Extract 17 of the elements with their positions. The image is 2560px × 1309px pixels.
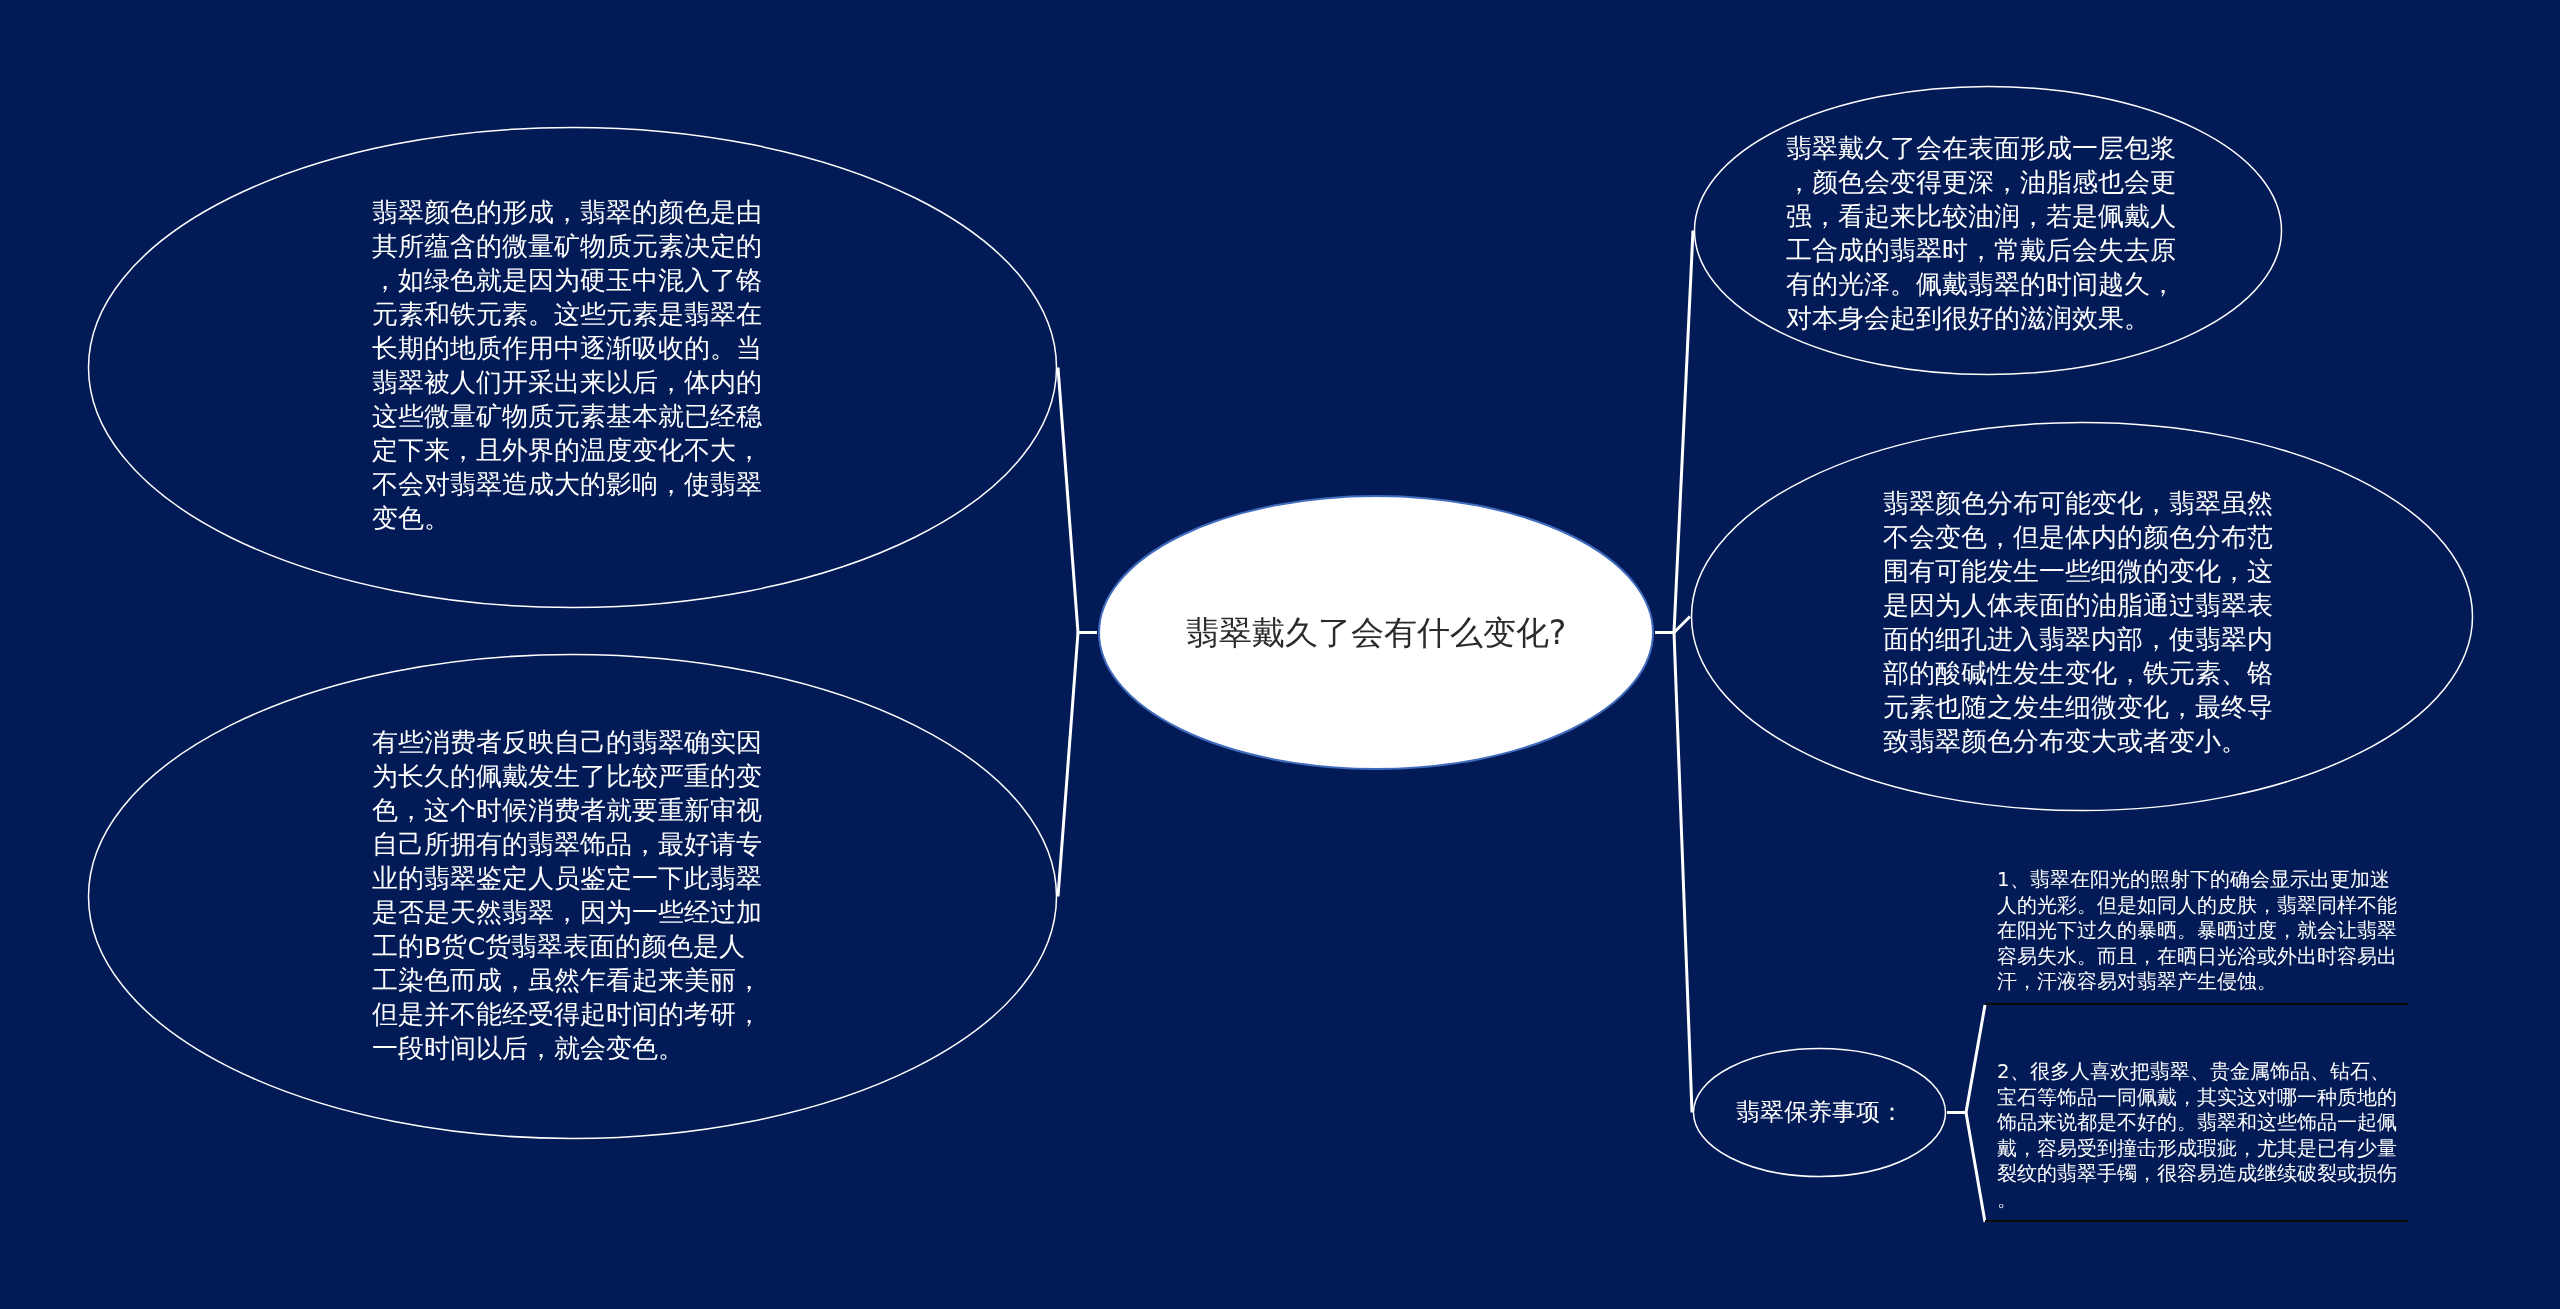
connector-line xyxy=(1056,631,1097,897)
branch-text: 翡翠戴久了会在表面形成一层包浆，颜色会变得更深，油脂感也会更强，看起来比较油润，若是佩戴人工合成的翡翠时，常戴后会失去原有的光泽。佩戴翡翠的时间越久，对本身会起到很好的滋润效果。 xyxy=(1786,132,2177,335)
branch-text: 翡翠保养事项： xyxy=(1735,1097,1904,1128)
branch-ellipse xyxy=(1693,85,2283,376)
branch-ellipse xyxy=(1690,421,2474,812)
branch-text: 翡翠颜色的形成，翡翠的颜色是由其所蕴含的微量矿物质元素决定的，如绿色就是因为硬玉中混入了铬元素和铁元素。这些元素是翡翠在长期的地质作用中逐渐吸收的。当翡翠被人们开采出来以后，体内的这些微量矿物质元素基本就已经稳定下来，且外界的温度变化不大，不会对翡翠造成大的影响，使翡翠变色。 xyxy=(372,196,763,535)
branch-text: 翡翠颜色分布可能变化，翡翠虽然不会变色，但是体内的颜色分布范围有可能发生一些细微的变化，这是因为人体表面的油脂通过翡翠表面的细孔进入翡翠内部，使翡翠内部的酸碱性发生变化，铁元素、铬元素也随之发生细微变化，最终导致翡翠颜色分布变大或者变小。 xyxy=(1883,487,2274,758)
note-text: 1、翡翠在阳光的照射下的确会显示出更加迷人的光彩。但是如同人的皮肤，翡翠同样不能在阳光下过久的暴晒。暴晒过度，就会让翡翠容易失水。而且，在晒日光浴或外出时容易出汗，汗液容易对翡翠产生侵蚀。 xyxy=(1997,867,2398,995)
branch-ellipse xyxy=(87,653,1058,1140)
connector-line xyxy=(1947,1111,1987,1223)
topic-text: 翡翠戴久了会有什么变化? xyxy=(1185,612,1567,654)
topic-ellipse xyxy=(1097,494,1655,771)
branch-ellipse xyxy=(1692,1047,1947,1178)
branch-ellipse xyxy=(87,126,1058,609)
note-text: 2、很多人喜欢把翡翠、贵金属饰品、钻石、宝石等饰品一同佩戴，其实这对哪一种质地的饰品来说都是不好的。翡翠和这些饰品一起佩戴，容易受到撞击形成瑕疵，尤其是已有少量裂纹的翡翠手镯，很容易造成继续破裂或损伤。 xyxy=(1997,1059,2398,1212)
connector-line xyxy=(1655,631,1694,1113)
branch-text: 有些消费者反映自己的翡翠确实因为长久的佩戴发生了比较严重的变色，这个时候消费者就要重新审视自己所拥有的翡翠饰品，最好请专业的翡翠鉴定人员鉴定一下此翡翠是否是天然翡翠，因为一些经过加工的B货C货翡翠表面的颜色是人工染色而成，虽然乍看起来美丽，但是并不能经受得起时间的考研，一段时间以后，就会变色。 xyxy=(372,726,763,1065)
